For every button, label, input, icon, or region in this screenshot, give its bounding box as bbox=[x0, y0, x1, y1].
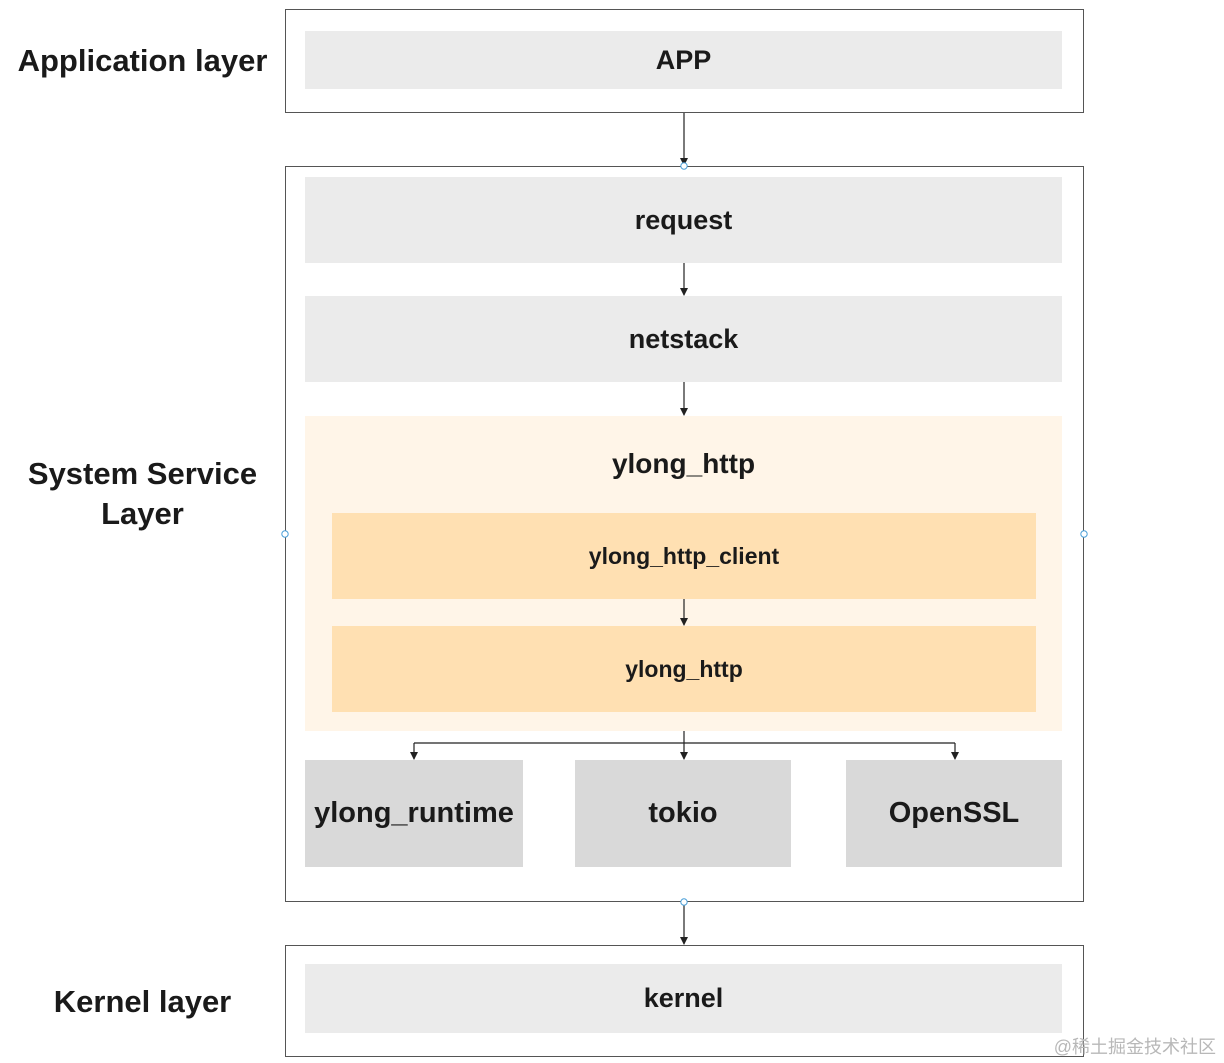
ylong-http-client-box: ylong_http_client bbox=[332, 513, 1036, 599]
system-service-layer-label: System Service Layer bbox=[10, 454, 275, 534]
application-layer-label: Application layer bbox=[17, 43, 268, 78]
ylong-runtime-box: ylong_runtime bbox=[305, 760, 523, 867]
request-box: request bbox=[305, 177, 1062, 263]
openssl-box: OpenSSL bbox=[846, 760, 1062, 867]
system-service-layer-label-line1: System Service bbox=[27, 456, 258, 491]
watermark-text: @稀土掘金技术社区 bbox=[1053, 1037, 1216, 1057]
kernel-box: kernel bbox=[305, 964, 1062, 1033]
ylong-http-inner-box: ylong_http bbox=[332, 626, 1036, 712]
app-box: APP bbox=[305, 31, 1062, 89]
netstack-box: netstack bbox=[305, 296, 1062, 382]
tokio-box: tokio bbox=[575, 760, 791, 867]
ylong-http-container-title: ylong_http bbox=[611, 448, 756, 479]
kernel-layer-label: Kernel layer bbox=[53, 984, 232, 1019]
system-service-layer-label-line2: Layer bbox=[101, 496, 184, 531]
